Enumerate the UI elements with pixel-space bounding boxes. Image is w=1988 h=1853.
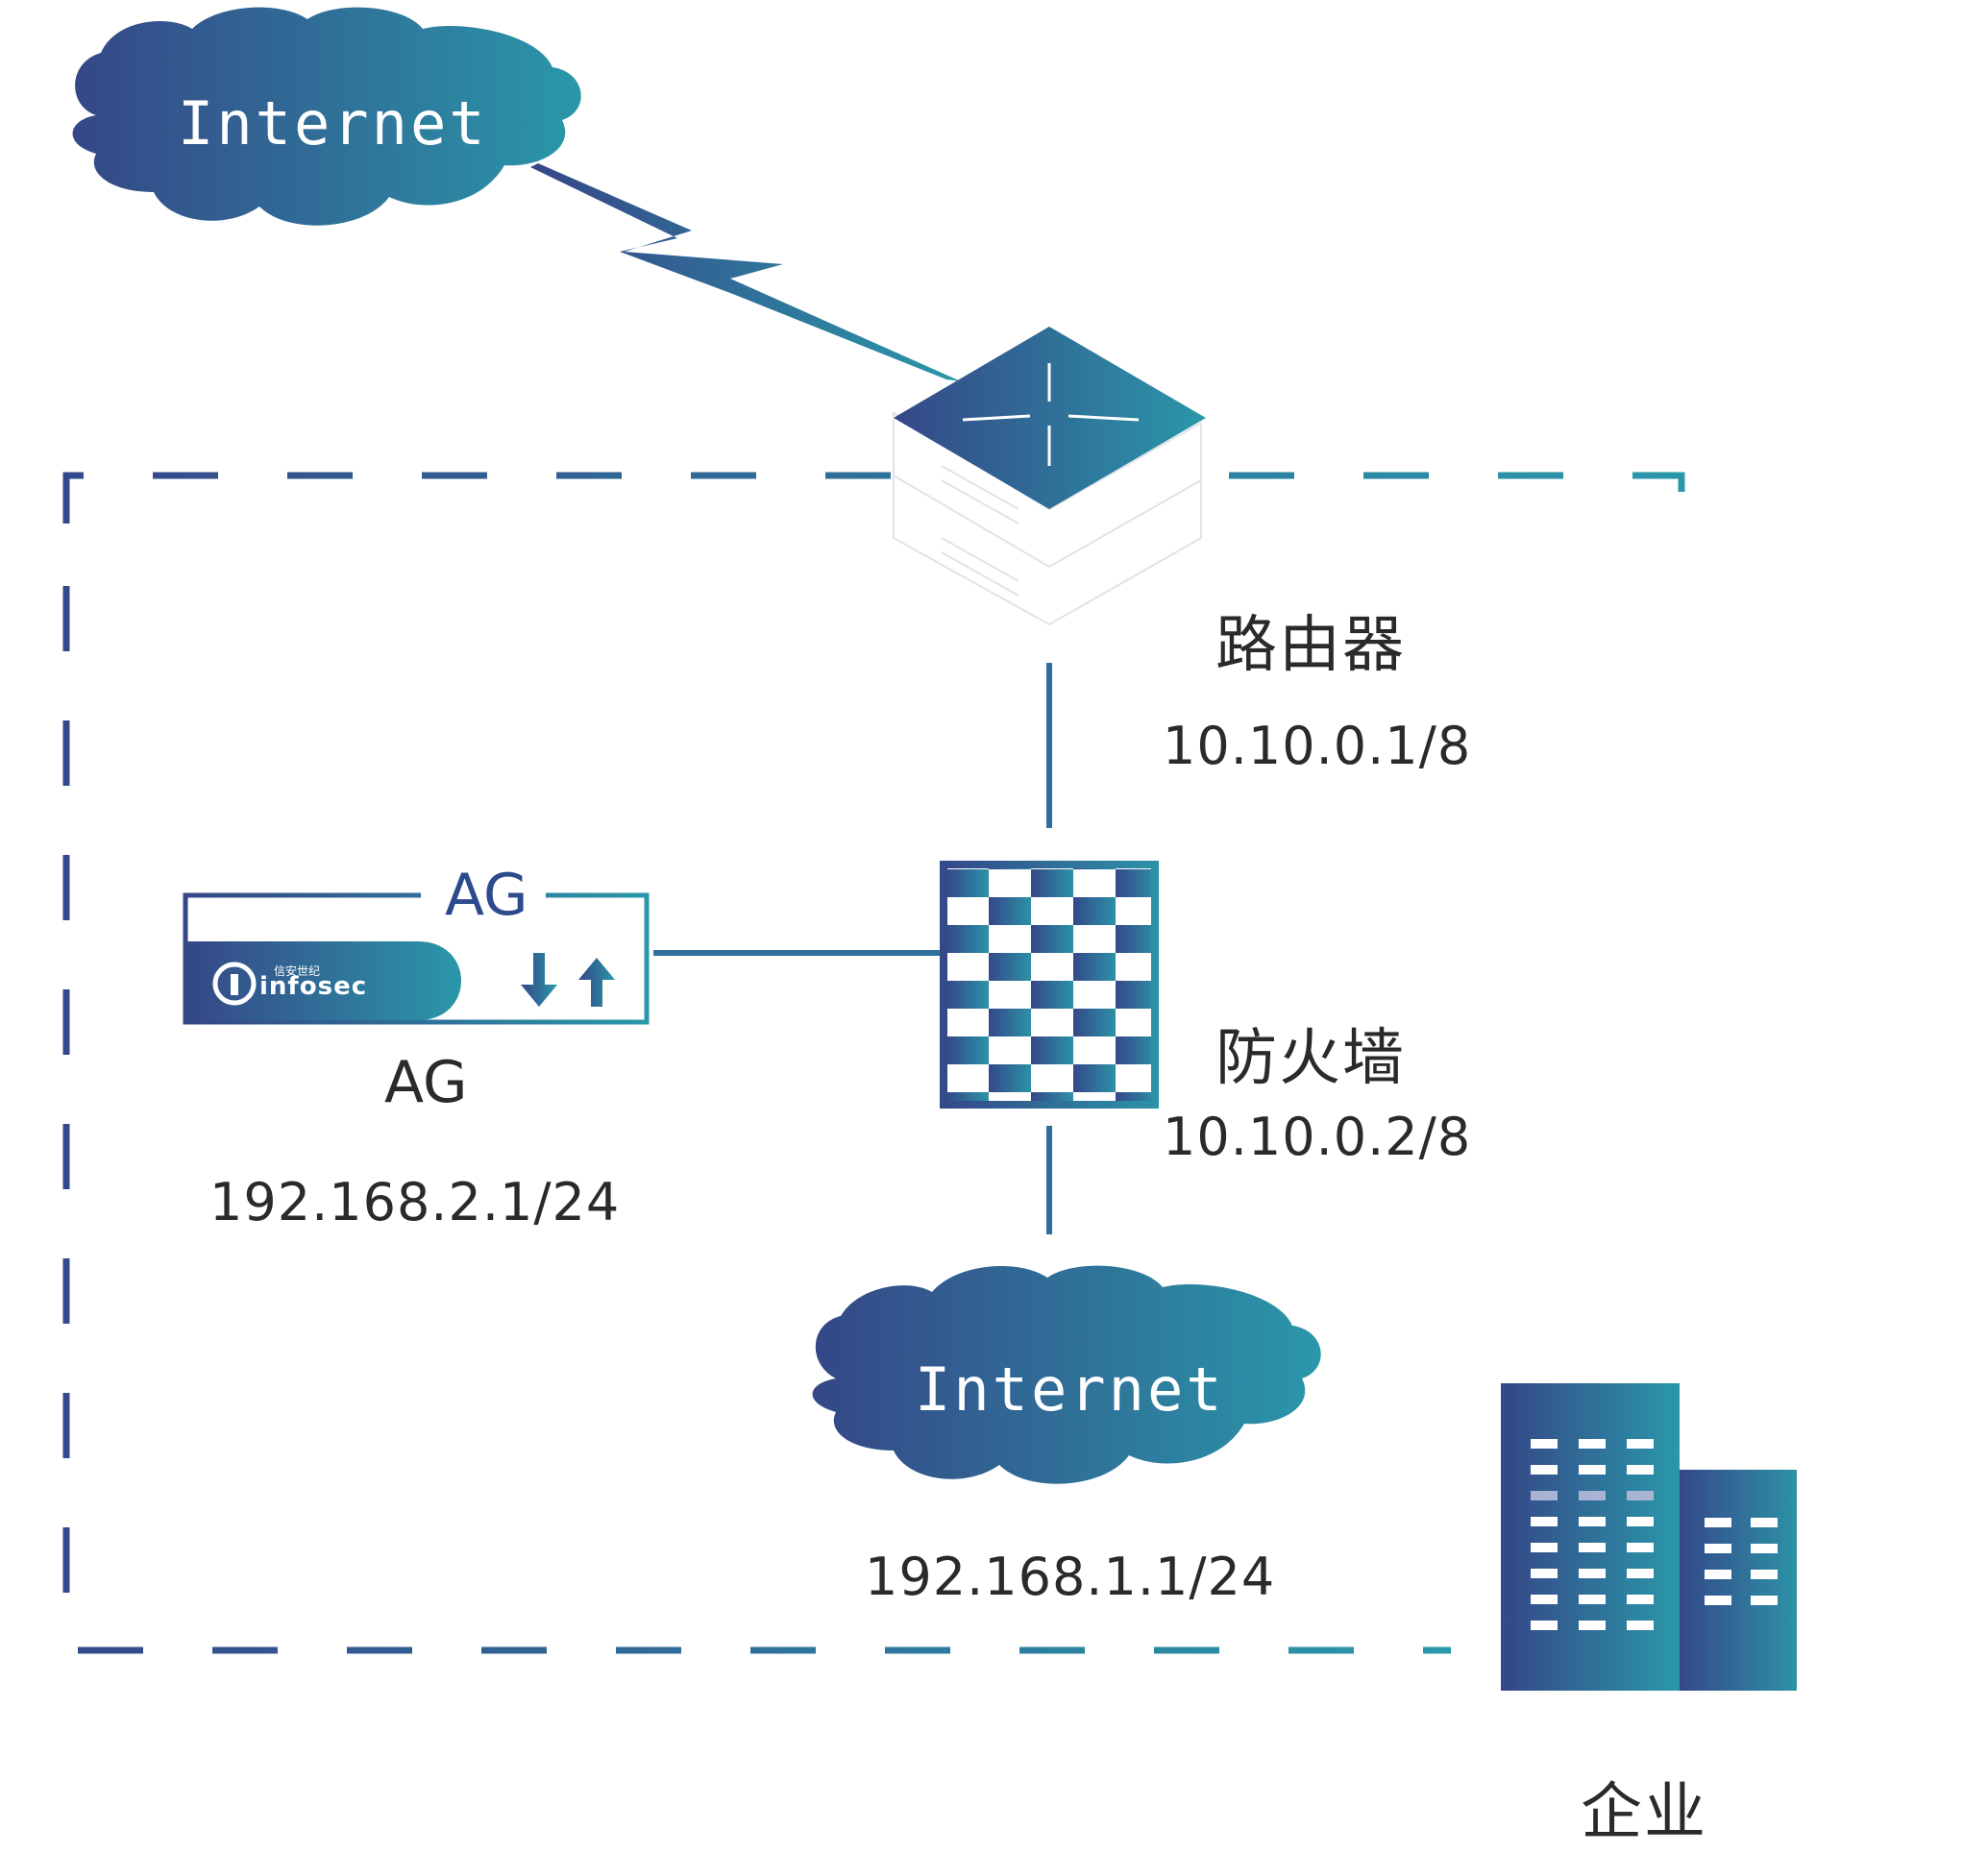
firewall-name: 防火墙 [1215,1023,1406,1094]
cloud-bottom-label: Internet [915,1354,1225,1425]
building-icon [1501,1383,1797,1691]
ag-device-title: AG [445,862,528,929]
enterprise-boundary [62,472,1685,1654]
link-lines [653,663,1052,1234]
router-ip: 10.10.0.1/8 [1163,716,1472,776]
router-icon [893,327,1206,626]
firewall-icon [940,861,1159,1109]
lan-ip: 192.168.1.1/24 [865,1547,1276,1607]
enterprise-name: 企业 [1581,1777,1707,1848]
ag-name: AG [384,1049,468,1116]
ag-brand: infosec [259,972,368,1001]
ag-brand-cn: 信安世纪 [274,964,321,978]
lightning-link-icon [530,163,961,381]
cloud-icon-bottom [812,1265,1321,1484]
firewall-ip: 10.10.0.2/8 [1163,1107,1472,1167]
cloud-icon-top [72,7,581,226]
cloud-top-label: Internet [178,88,488,158]
ag-ip: 192.168.2.1/24 [209,1172,621,1232]
router-name: 路由器 [1215,610,1406,681]
ag-device-icon [183,879,650,1025]
